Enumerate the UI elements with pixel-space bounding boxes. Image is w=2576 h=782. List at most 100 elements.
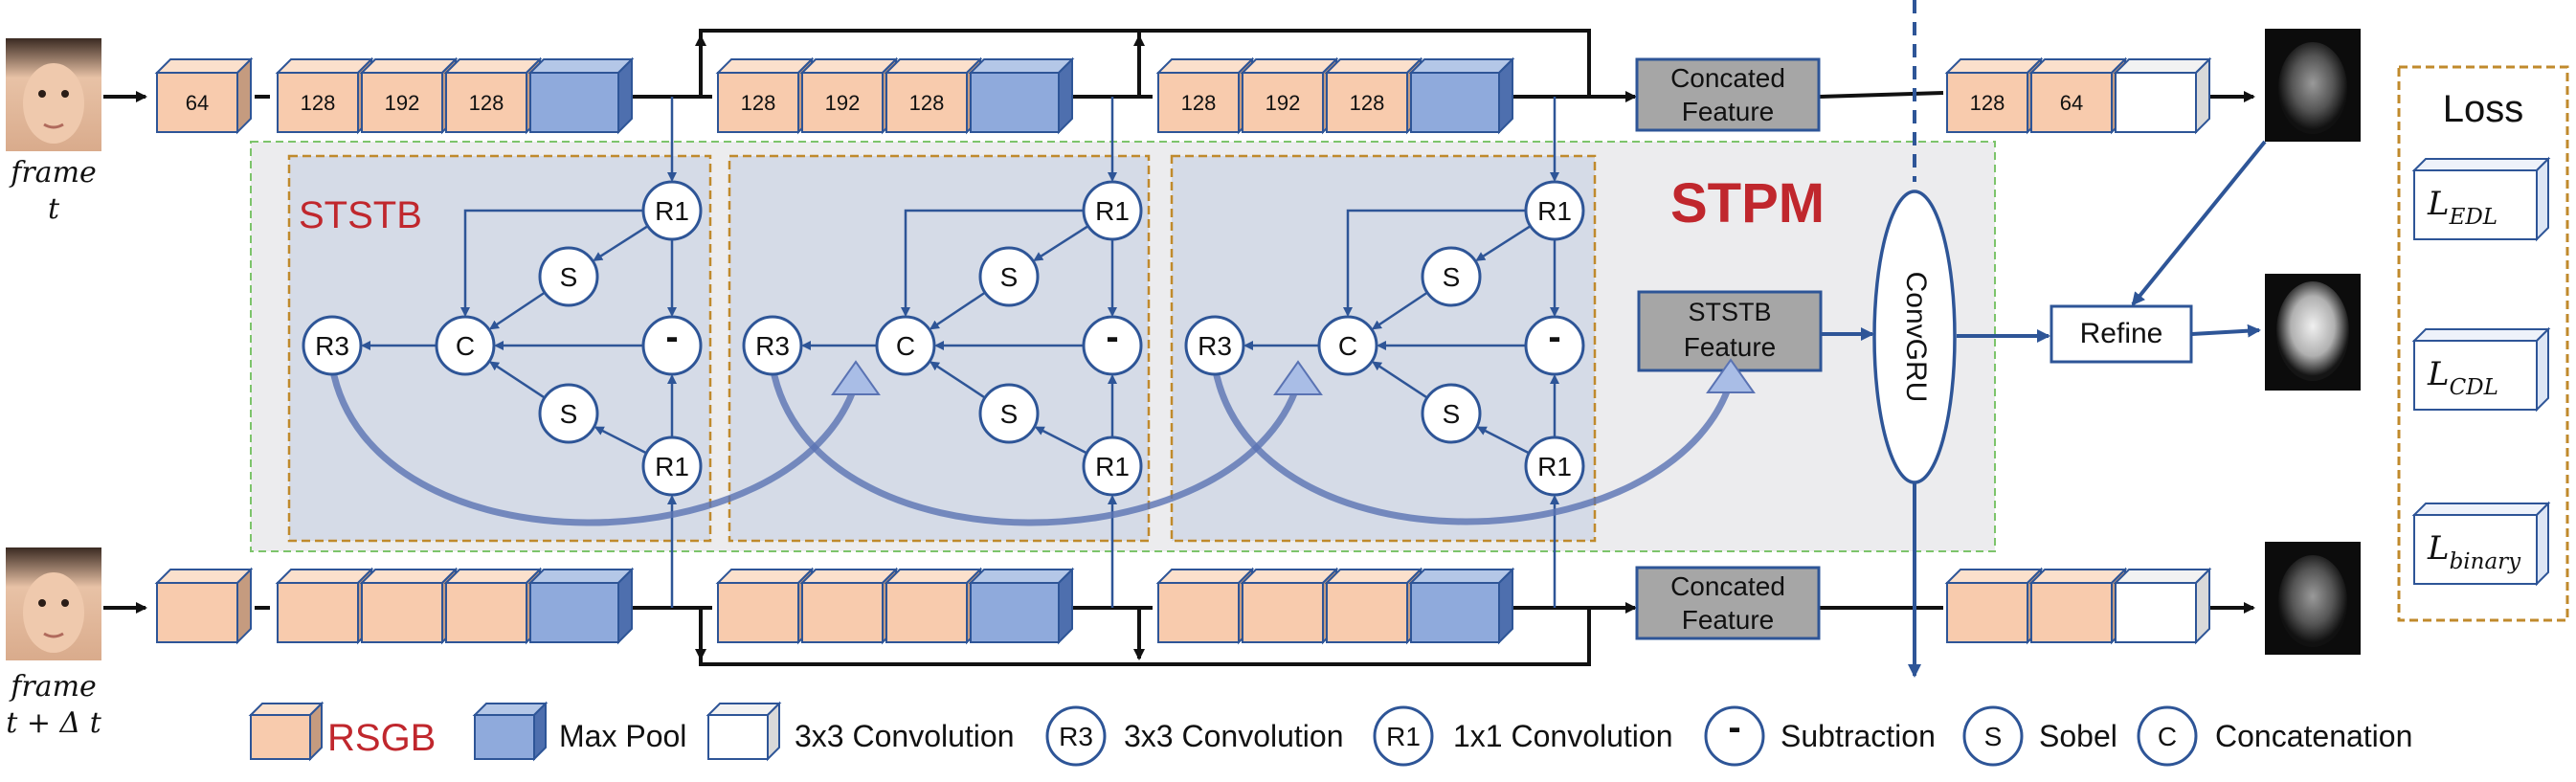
legend-concat-node: C — [2137, 705, 2198, 767]
legend-rsgb-text: RSGB — [327, 717, 436, 759]
node-3-r3-label: R3 — [1198, 331, 1232, 361]
legend-r3-node: R3 — [1045, 705, 1107, 767]
node-3-sub: - — [1524, 315, 1585, 376]
node-3-r1t-label: R1 — [1537, 196, 1572, 226]
node-3-r3: R3 — [1184, 315, 1245, 376]
arc-1-head — [831, 360, 881, 395]
edge-3-r1b-s2 — [1476, 426, 1530, 455]
frame-top-label: frame — [9, 156, 97, 190]
node-1-r1t-label: R1 — [655, 196, 689, 226]
node-3-r1t: R1 — [1524, 180, 1585, 241]
convgru-flow — [1821, 0, 2267, 678]
legend-maxpool-swatch — [472, 701, 549, 762]
node-3-sub-label: - — [1548, 316, 1560, 358]
concated-top-line2: Feature — [1682, 97, 1775, 126]
node-1-c: C — [435, 315, 496, 376]
refine-label: Refine — [2080, 318, 2163, 349]
block-bottom-g2-rsgb-3 — [884, 567, 983, 645]
node-3-s1-label: S — [1443, 262, 1461, 292]
block-top-g1-rsgb-2-label: 192 — [385, 91, 420, 115]
block-top-dec-2-label: 64 — [2060, 91, 2083, 115]
block-bottom-g1-rsgb-1 — [275, 567, 374, 645]
node-3-r1b: R1 — [1524, 436, 1585, 497]
legend-sobel-text: Sobel — [2039, 719, 2117, 753]
frame-bottom-t: t + Δ t — [6, 706, 101, 740]
node-1-s2-label: S — [560, 399, 578, 429]
edge-2-s2-c — [930, 361, 986, 399]
stpm-title: STPM — [1670, 172, 1825, 235]
legend-rsgb-swatch — [248, 701, 325, 762]
loss-item-1-label: LEDL — [2427, 185, 2498, 230]
node-2-s2-label: S — [1000, 399, 1019, 429]
block-bottom-g3-rsgb-1 — [1155, 567, 1255, 645]
edge-1-s1-c — [488, 291, 546, 330]
block-top-dec-1-label: 128 — [1970, 91, 2005, 115]
node-2-r1t-label: R1 — [1095, 196, 1130, 226]
edge-2-s1-c — [929, 291, 986, 330]
depth-map-bottom — [2265, 542, 2361, 655]
node-2-r3-label: R3 — [755, 331, 790, 361]
block-top-dec-2: 64 — [2028, 56, 2128, 135]
ststb-title: STSTB — [299, 194, 422, 236]
block-top-g3-rsgb-3: 128 — [1324, 56, 1423, 135]
node-3-c: C — [1317, 315, 1378, 376]
node-1-s1-label: S — [560, 262, 578, 292]
ststb-feature-line1: STSTB — [1688, 298, 1771, 326]
block-bottom-dec-1 — [1944, 567, 2044, 645]
block-bottom-dec-conv — [2113, 567, 2212, 645]
ststb-edges — [361, 97, 1559, 608]
convgru-node: ConvGRU — [1872, 190, 1957, 484]
block-bottom-g3-rsgb-2 — [1240, 567, 1339, 645]
legend-conv-swatch — [706, 701, 782, 762]
block-top-g3-rsgb-3-label: 128 — [1350, 91, 1385, 115]
block-top-g3-rsgb-2: 192 — [1240, 56, 1339, 135]
block-bottom-g2-rsgb-2 — [799, 567, 899, 645]
node-2-r1b: R1 — [1082, 436, 1143, 497]
block-top-first-label: 64 — [186, 91, 209, 115]
legend-sub-node: - — [1704, 705, 1765, 767]
node-1-r1t: R1 — [641, 180, 703, 241]
block-top-g1-maxpool — [527, 56, 635, 135]
edge-1-r1b-s2 — [594, 426, 647, 455]
node-1-s2: S — [538, 383, 599, 444]
node-3-s1: S — [1421, 246, 1482, 307]
block-top-first: 64 — [154, 56, 254, 135]
ststb-feature-box: STSTB Feature — [1637, 290, 1823, 372]
edge-2-r1t-s1 — [1033, 225, 1089, 261]
block-top-g2-rsgb-1: 128 — [715, 56, 815, 135]
edge-1-s2-c — [489, 361, 546, 399]
loss-item-3: Lbinary — [2411, 501, 2551, 587]
block-top-g1-rsgb-3: 128 — [443, 56, 543, 135]
block-top-dec-conv — [2113, 56, 2212, 135]
depth-map-refined — [2265, 274, 2361, 391]
block-top-g2-rsgb-2: 192 — [799, 56, 899, 135]
node-1-sub-label: - — [665, 316, 678, 358]
edge-2-r1b-s2 — [1034, 426, 1087, 455]
legend-maxpool-text: Max Pool — [559, 719, 686, 753]
legend-sobel-node-label: S — [1984, 722, 2003, 751]
block-top-g3-rsgb-1-label: 128 — [1181, 91, 1217, 115]
block-top-g2-rsgb-1-label: 128 — [741, 91, 776, 115]
loss-item-3-label: Lbinary — [2427, 529, 2521, 574]
legend-sub-text: Subtraction — [1781, 719, 1936, 753]
block-top-g1-rsgb-3-label: 128 — [469, 91, 504, 115]
block-bottom-g2-maxpool — [968, 567, 1075, 645]
legend-concat-text: Concatenation — [2215, 719, 2412, 753]
node-2-s1-label: S — [1000, 262, 1019, 292]
legend-concat-node-label: C — [2158, 722, 2177, 751]
ststb-feature-line2: Feature — [1684, 332, 1777, 362]
block-top-g2-rsgb-3: 128 — [884, 56, 983, 135]
arc-2-head — [1273, 360, 1323, 395]
node-2-r1b-label: R1 — [1095, 452, 1130, 481]
block-top-g3-rsgb-1: 128 — [1155, 56, 1255, 135]
block-bottom-g2-rsgb-1 — [715, 567, 815, 645]
legend-r1-text: 1x1 Convolution — [1453, 719, 1672, 753]
arc-2 — [769, 366, 1302, 526]
node-1-r3-label: R3 — [315, 331, 349, 361]
node-2-r1t: R1 — [1082, 180, 1143, 241]
node-1-sub: - — [641, 315, 703, 376]
block-top-g2-rsgb-2-label: 192 — [825, 91, 861, 115]
